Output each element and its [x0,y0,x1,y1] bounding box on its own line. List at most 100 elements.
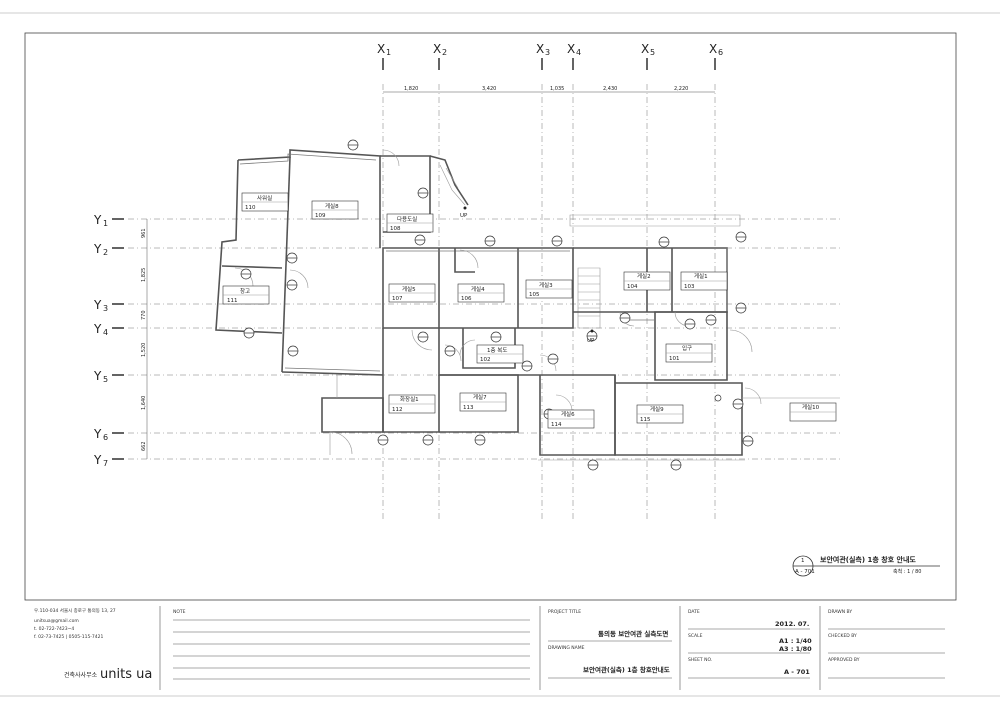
axis-x5: X 5 [641,42,655,70]
project-title: 통의동 보안여관 실측도면 [598,629,668,638]
office-address: 우.110-034 서울시 종로구 통의동 13, 27 [34,607,116,614]
svg-text:4: 4 [103,328,108,337]
axis-x1: X 1 [377,42,391,70]
svg-text:Y: Y [93,322,102,336]
svg-text:Y: Y [93,298,102,312]
y-dim-5: 1,640 [141,396,147,410]
drawing-sheet-ref: A - 701 [795,569,815,575]
svg-text:Y: Y [93,453,102,467]
building-walls [215,149,840,461]
room-label-113: 게실7 113 [459,392,507,412]
room-label-102: 1층 복도 102 [476,344,524,364]
svg-text:입구: 입구 [682,344,692,352]
office-name: units ua [100,667,152,682]
svg-text:X: X [536,42,544,56]
svg-text:5: 5 [650,48,655,57]
svg-text:UP: UP [460,213,468,219]
tag-marker [714,394,722,402]
svg-text:2: 2 [442,48,447,57]
svg-text:105: 105 [529,292,540,298]
tag-marker [735,302,747,314]
sheet-no: A - 701 [784,668,810,676]
svg-text:게실6: 게실6 [561,410,575,418]
svg-text:게실7: 게실7 [473,393,487,401]
svg-text:4: 4 [576,48,581,57]
drawing-label: 1 A - 701 보안여관(실측) 1층 창호 안내도 축척 : 1 / 80 [792,555,940,577]
tag-marker [684,318,696,330]
svg-text:109: 109 [315,213,326,219]
x-dim-1: 1,820 [404,86,418,92]
tag-marker [444,345,456,357]
stair-up-labels: UP UP [460,206,595,344]
tag-marker [587,459,599,471]
svg-text:게실4: 게실4 [471,285,485,293]
drawn-by-label: DRAWN BY [828,609,852,615]
svg-text:110: 110 [245,205,256,211]
project-title-label: PROJECT TITLE [548,609,581,615]
tag-marker [240,268,252,280]
tag-marker [732,398,744,410]
y-dimensions: 961 1,825 770 1,520 1,640 662 [141,219,148,459]
note-label: NOTE [173,609,186,615]
tag-marker [287,345,299,357]
title-block: 우.110-034 서울시 종로구 통의동 13, 27 unitsua@gma… [34,607,860,682]
checked-by-label: CHECKED BY [828,633,857,639]
svg-text:104: 104 [627,284,638,290]
svg-text:113: 113 [463,405,474,411]
svg-text:111: 111 [227,298,238,304]
room-label-게실10: 게실10 [789,402,837,422]
tag-marker [670,459,682,471]
svg-text:사워실: 사워실 [257,194,272,202]
axis-x6: X 6 [709,42,723,70]
tag-marker [490,331,502,343]
tag-marker [422,434,434,446]
office-fax: f. 02-73-7425 | 0505-115-7421 [34,634,104,640]
svg-text:3: 3 [545,48,550,57]
svg-text:7: 7 [103,459,108,468]
svg-text:102: 102 [480,357,491,363]
x-dim-2: 3,420 [482,86,496,92]
scale-a3: A3 : 1/80 [779,645,812,653]
svg-text:게실1: 게실1 [694,272,708,280]
date-value: 2012. 07. [775,620,809,628]
svg-text:X: X [641,42,649,56]
tag-marker [286,279,298,291]
x-dim-5: 2,220 [674,86,688,92]
svg-text:114: 114 [551,422,562,428]
svg-text:X: X [709,42,717,56]
svg-text:1층 복도: 1층 복도 [487,346,507,354]
svg-text:115: 115 [640,417,651,423]
room-label-114: 게실6 114 [547,409,595,429]
tag-marker [742,435,754,447]
svg-text:UP: UP [587,338,595,344]
svg-text:106: 106 [461,296,472,302]
svg-text:Y: Y [93,242,102,256]
tag-marker [417,187,429,199]
svg-text:화장실1: 화장실1 [400,395,419,403]
svg-text:107: 107 [392,296,403,302]
tag-marker [474,434,486,446]
tag-marker [417,331,429,343]
door-swings [234,149,762,455]
svg-text:X: X [433,42,441,56]
scale-label: SCALE [688,633,703,639]
svg-text:6: 6 [103,433,108,442]
office-email: unitsua@gmail.com [34,618,79,624]
tag-marker [484,235,496,247]
y-dim-3: 770 [141,310,147,320]
y-grid-lines [128,218,840,460]
tag-marker [377,434,389,446]
svg-text:101: 101 [669,356,680,362]
title-block-frame [159,606,945,690]
